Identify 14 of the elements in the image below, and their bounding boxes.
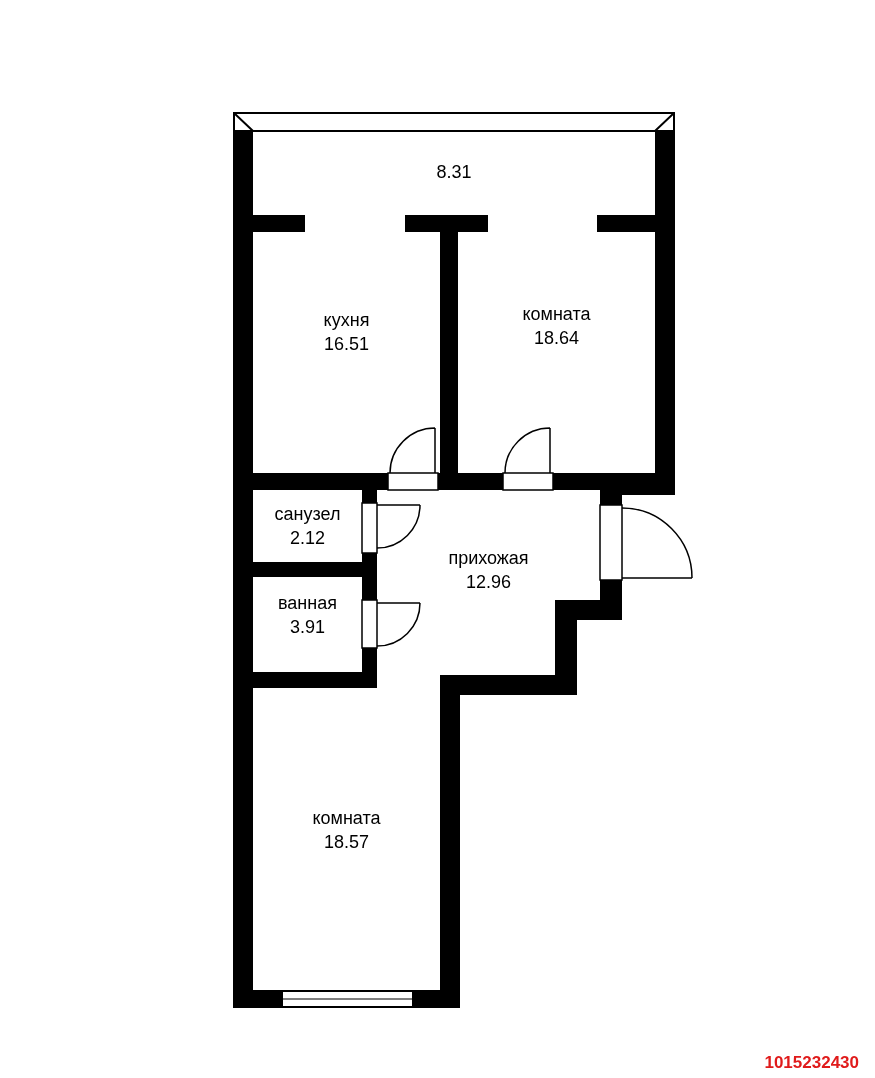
area-value: 16.51 <box>323 333 369 356</box>
room-name: кухня <box>323 309 370 332</box>
listing-id: 1015232430 <box>764 1052 859 1074</box>
room-name: прихожая <box>448 547 529 570</box>
area-value: 18.57 <box>323 831 369 854</box>
area-value: 18.64 <box>533 327 579 350</box>
area-value: 2.12 <box>289 527 325 550</box>
room-name: ванная <box>278 592 337 615</box>
area-value: 12.96 <box>465 571 511 594</box>
area-value: 8.31 <box>436 161 472 184</box>
area-value: 3.91 <box>289 616 325 639</box>
room-name: комната <box>522 303 591 326</box>
room-name: комната <box>312 807 381 830</box>
room-name: санузел <box>274 503 341 526</box>
